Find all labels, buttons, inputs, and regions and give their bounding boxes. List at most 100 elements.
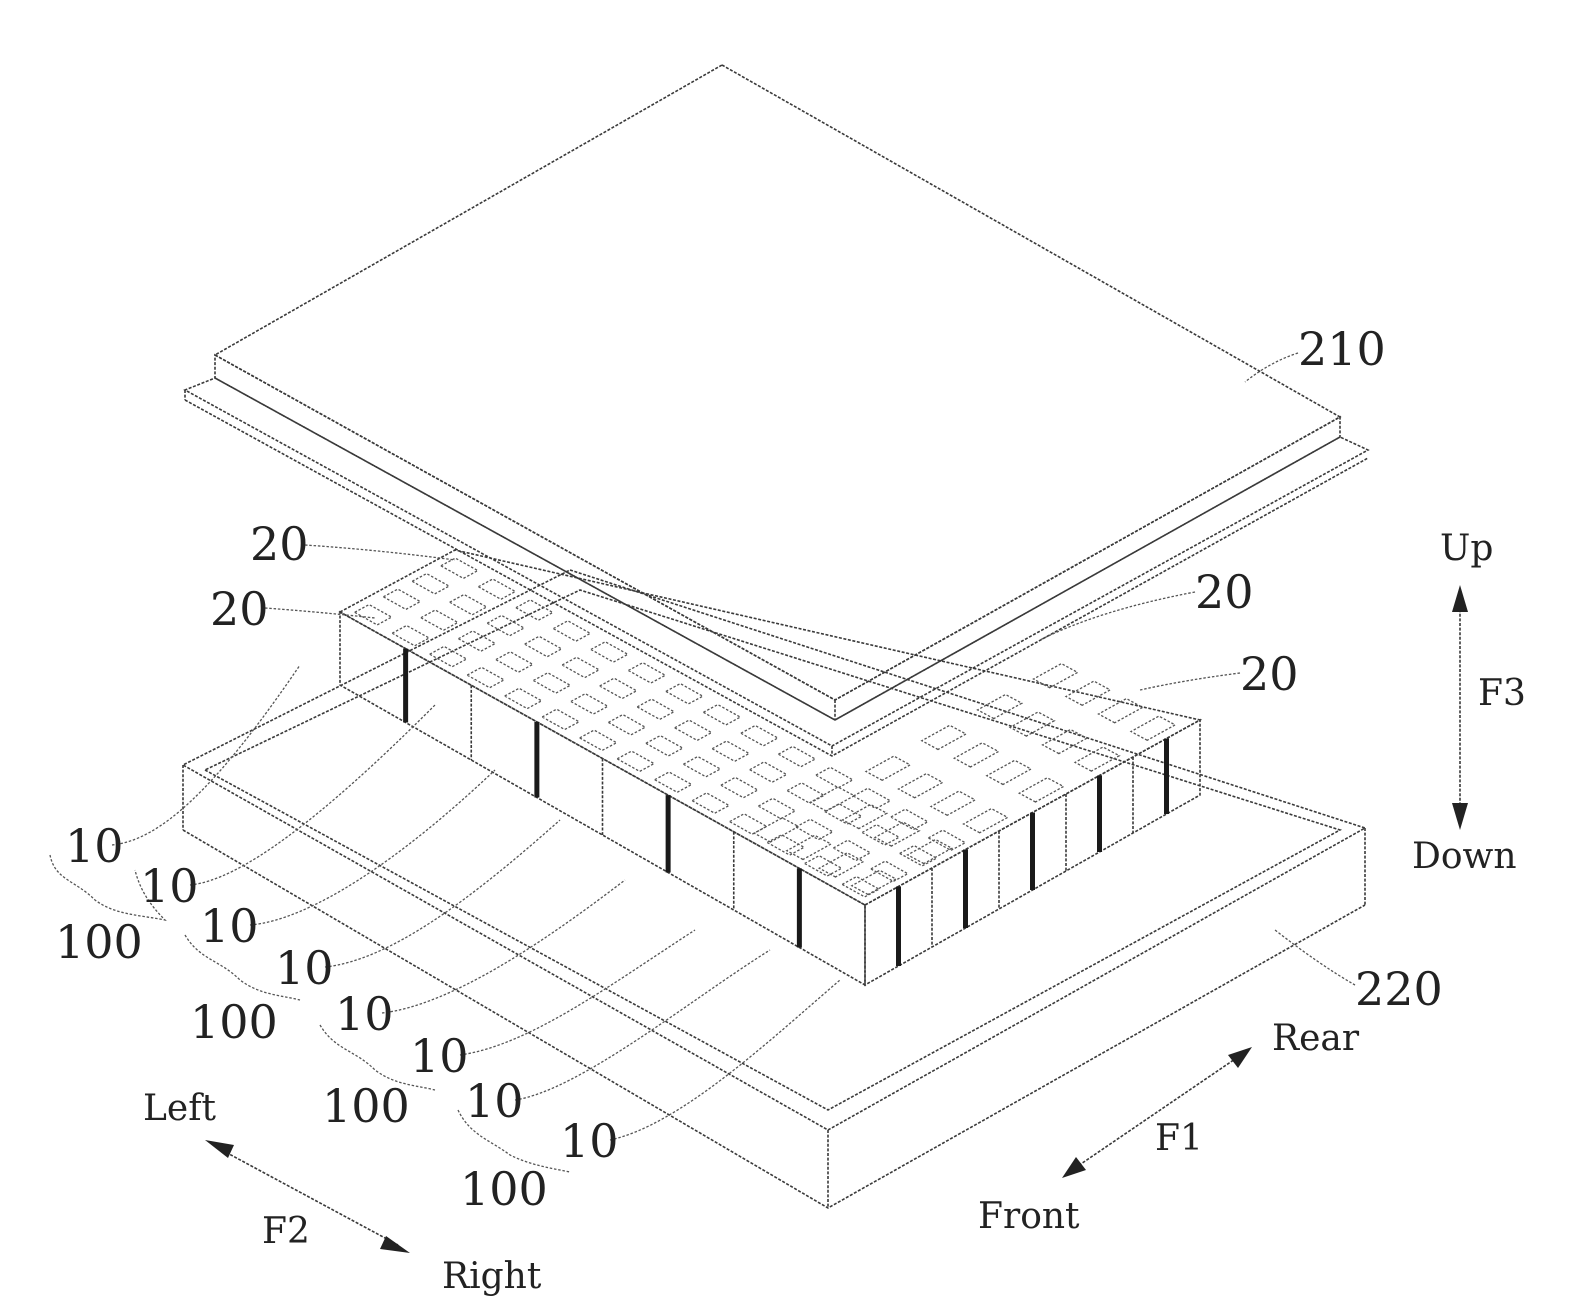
label-100-a: 100 [55,915,143,969]
busbar [721,777,758,797]
busbar [562,657,599,677]
busbar [617,751,654,771]
busbar [931,791,975,815]
direction-up-down: Up F3 Down [1412,528,1526,877]
busbar-pattern [355,558,1175,897]
label-210: 210 [1298,322,1386,376]
busbar [683,757,720,777]
label-rear: Rear [1272,1018,1360,1059]
busbar [441,558,478,578]
busbar [1019,778,1063,802]
busbar [978,695,1022,719]
busbar [580,730,617,750]
label-100-d: 100 [460,1162,548,1216]
busbar [675,720,712,740]
busbar [987,760,1031,784]
busbar [741,726,778,746]
busbar [516,600,553,620]
busbar [891,809,928,829]
busbar [1034,664,1078,688]
label-10-e: 10 [335,987,394,1041]
label-10-a: 10 [65,819,124,873]
label-10-c: 10 [200,899,259,953]
battery-module [340,550,1200,985]
busbar [1099,699,1143,723]
busbar [655,772,692,792]
busbar [1066,681,1110,705]
busbar [496,652,533,672]
busbar [478,579,515,599]
label-10-b: 10 [140,859,199,913]
busbar [646,736,683,756]
busbar [591,642,628,662]
busbar [637,699,674,719]
label-10-g: 10 [465,1074,524,1128]
busbar [553,621,590,641]
busbar [730,814,767,834]
busbar [899,774,943,798]
busbar [383,589,420,609]
busbar [754,818,798,842]
busbar [571,694,608,714]
leader-lines [50,353,1355,1172]
label-10-h: 10 [560,1114,619,1168]
busbar [628,663,665,683]
label-f2: F2 [262,1211,310,1252]
busbar [355,605,392,625]
label-10-f: 10 [410,1029,469,1083]
cell-dividers-right [899,739,1167,967]
busbar [796,819,833,839]
busbar [871,861,908,881]
label-20-b: 20 [210,582,269,636]
label-left: Left [143,1088,217,1129]
busbar [843,805,887,829]
busbar [1043,730,1087,754]
label-right: Right [442,1256,542,1297]
label-20-a: 20 [250,517,309,571]
busbar [758,798,795,818]
direction-front-rear: Rear F1 Front [978,1018,1360,1237]
label-up: Up [1440,528,1493,569]
busbar [525,636,562,656]
busbar [467,667,504,687]
busbar [450,595,487,615]
busbar [964,809,1008,833]
label-220: 220 [1355,962,1443,1016]
label-down: Down [1412,836,1517,877]
busbar [908,840,952,864]
busbar [810,787,854,811]
busbar [954,743,998,767]
busbar [666,684,703,704]
label-20-c: 20 [1195,565,1254,619]
busbar [600,678,637,698]
busbar [412,574,449,594]
label-f1: F1 [1155,1118,1203,1159]
busbar [816,767,853,787]
busbar [778,746,815,766]
busbar [692,793,729,813]
busbar [421,610,458,630]
busbar [430,646,467,666]
busbar [608,715,645,735]
busbar [392,626,429,646]
reference-numerals: 210 220 20 20 20 20 10 10 10 10 10 10 10… [55,322,1443,1216]
busbar [703,705,740,725]
busbar [825,804,862,824]
label-20-d: 20 [1240,647,1299,701]
label-front: Front [978,1196,1080,1237]
busbar [842,877,879,897]
busbar [866,756,910,780]
label-100-c: 100 [322,1079,410,1133]
label-f3: F3 [1478,673,1526,714]
busbar [787,835,831,859]
busbar [787,783,824,803]
busbar [819,853,863,877]
busbar [542,709,579,729]
busbar [533,673,570,693]
busbar [505,688,542,708]
busbar [875,822,919,846]
label-10-d: 10 [275,941,334,995]
cell-dividers-front [406,649,800,948]
busbar [712,741,749,761]
